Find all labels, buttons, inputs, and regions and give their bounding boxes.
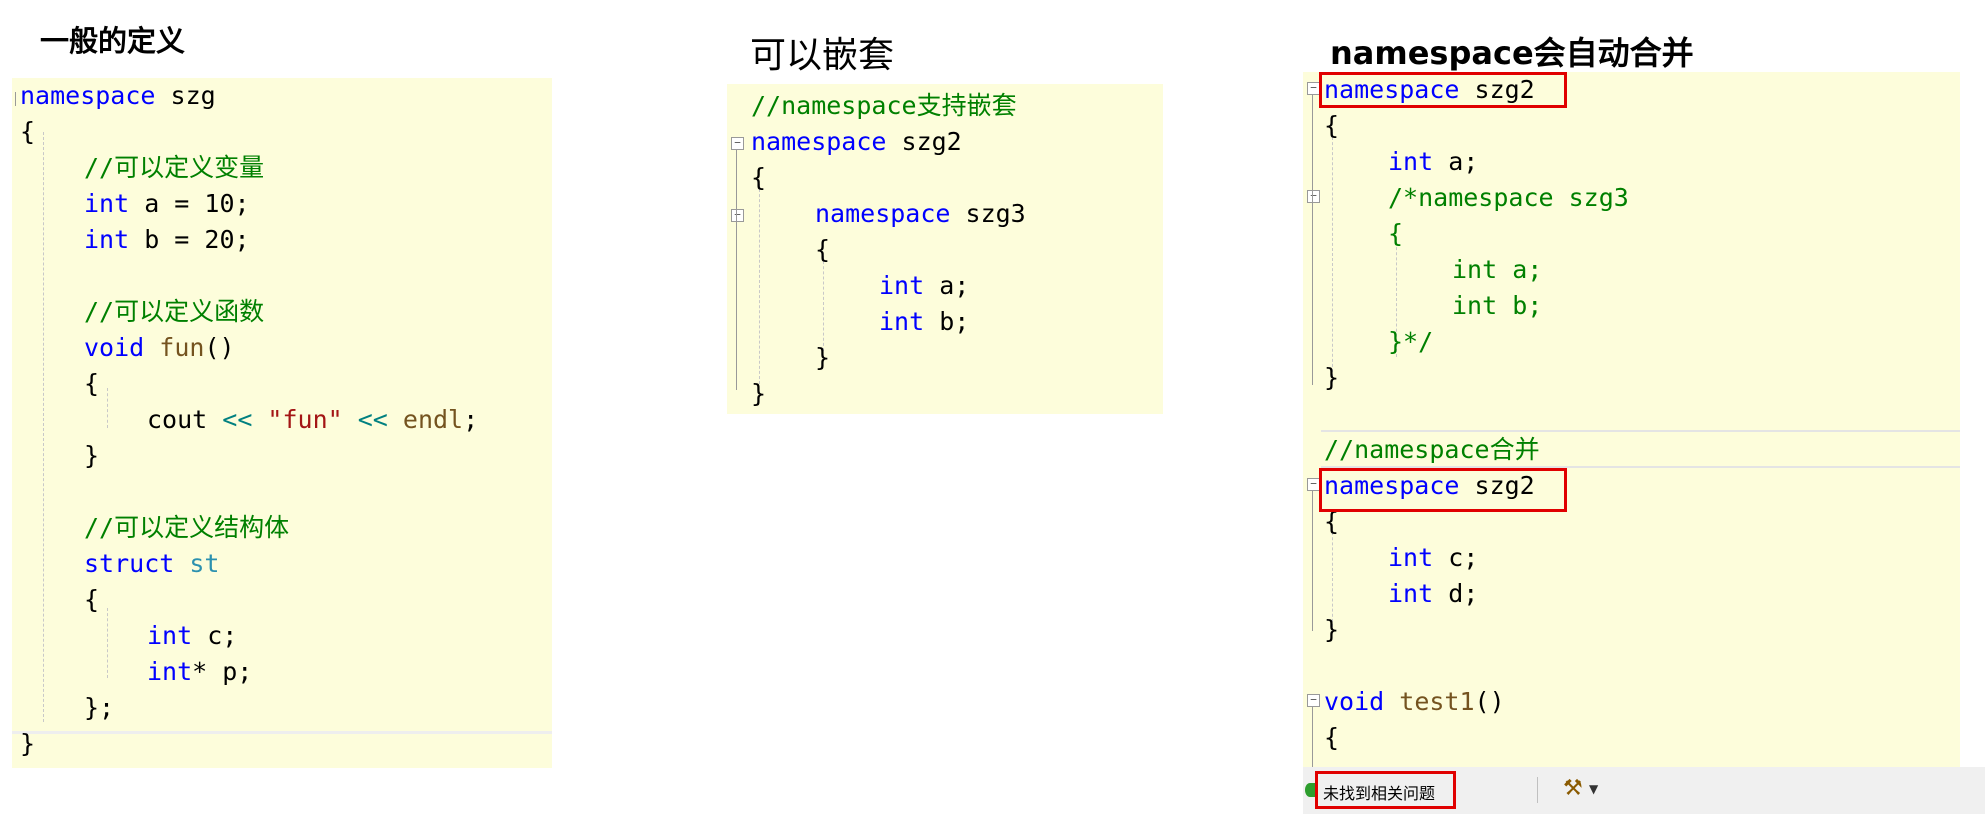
code-line: int a; [879,271,970,300]
code-line: { [20,117,36,146]
highlight-box [1319,72,1567,108]
fold-line [1312,95,1313,385]
code-line: int b = 20; [84,225,250,254]
code-line: int c; [1388,543,1479,572]
code-line: namespace szg2 [1324,75,1535,104]
code-line: } [1324,615,1340,644]
code-line: cout << "fun" << endl; [147,405,479,434]
code-line: { [84,585,100,614]
code-line: namespace szg2 [1324,471,1535,500]
code-line: } [815,343,831,372]
highlight-box [1315,771,1456,809]
chevron-down-icon[interactable]: ▼ [1589,782,1599,796]
code-line: int c; [147,621,238,650]
collapse-icon[interactable]: − [731,137,744,150]
line-highlight [12,731,552,734]
code-line: } [20,729,36,758]
indent-guide [823,256,824,351]
code-comment: //可以定义结构体 [84,513,290,542]
code-line: { [1324,723,1340,752]
status-divider [1537,777,1538,803]
code-line: namespace szg [20,81,216,110]
code-line: } [84,441,100,470]
code-line: int* p; [147,657,253,686]
code-comment: //可以定义变量 [84,153,265,182]
indent-guide [107,608,108,678]
status-message[interactable]: 未找到相关问题 [1323,784,1436,803]
code-comment: int b; [1452,291,1543,320]
code-line: namespace szg2 [751,127,962,156]
left-code-panel: namespace szg { //可以定义变量 int a = 10; int… [12,78,552,768]
broom-icon[interactable]: ⚒ [1563,776,1583,801]
code-line: } [751,379,767,408]
collapse-icon[interactable]: − [1307,190,1320,203]
indent-guide [43,132,44,722]
fold-line [1312,491,1313,631]
collapse-icon[interactable]: − [1307,694,1320,707]
code-line: void fun() [84,333,235,362]
code-line: { [751,163,767,192]
line-highlight [1321,466,1960,468]
code-line: int a = 10; [84,189,250,218]
code-line: struct st [84,549,220,578]
highlight-box [1319,468,1567,512]
code-line: } [1324,363,1340,392]
code-comment: int a; [1452,255,1543,284]
indent-guide [759,184,760,384]
fold-line [1312,707,1313,767]
code-comment: //namespace支持嵌套 [751,91,1017,120]
middle-title: 可以嵌套 [750,35,895,76]
collapse-icon[interactable]: − [1307,478,1320,491]
indent-guide [107,388,108,428]
collapse-icon[interactable]: − [731,209,744,222]
code-comment: /*namespace szg3 [1388,183,1629,212]
fold-line [15,92,16,106]
code-line: { [1324,507,1340,536]
indent-guide [1396,237,1397,357]
code-line: { [84,369,100,398]
middle-code-panel: − − //namespace支持嵌套 namespace szg2 { nam… [727,84,1163,414]
status-bar: 未找到相关问题 ⚒ ▼ [1303,767,1985,814]
right-code-panel: − − − − namespace szg2 { int a; /*namesp… [1303,72,1960,772]
indent-guide [1332,132,1333,382]
code-comment: //namespace合并 [1324,435,1540,464]
code-line: void test1() [1324,687,1505,716]
status-ok-icon [1305,783,1315,797]
fold-line [736,222,737,352]
indent-guide [1332,527,1333,627]
code-line: namespace szg3 [815,199,1026,228]
code-line: int d; [1388,579,1479,608]
code-line: int a; [1388,147,1479,176]
code-line: { [815,235,831,264]
code-line: { [1324,111,1340,140]
right-title: namespace会自动合并 [1330,34,1694,72]
code-comment: //可以定义函数 [84,297,265,326]
code-line: }; [84,693,115,722]
code-comment: { [1388,219,1404,248]
code-line: int b; [879,307,970,336]
left-title: 一般的定义 [40,24,186,58]
code-comment: }*/ [1388,327,1434,356]
line-highlight [1321,430,1960,432]
